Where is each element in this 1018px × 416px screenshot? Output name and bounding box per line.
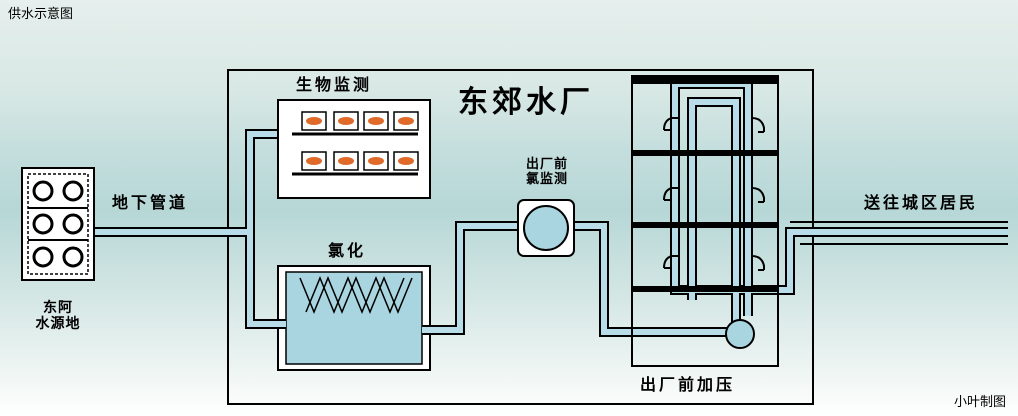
- chlorine-monitor-line2: 氯监测: [525, 171, 568, 187]
- faucet-icons: [663, 117, 765, 271]
- fish-tank: [301, 151, 327, 171]
- booster-pump: [725, 319, 755, 349]
- fish-tank: [333, 111, 359, 131]
- chlorine-monitor-line1: 出厂前: [525, 157, 568, 172]
- chlorination-coil: [299, 276, 413, 314]
- source-label-line1: 东阿: [43, 300, 73, 316]
- fish-tanks: [301, 111, 419, 171]
- bio-monitor-label: 生物监测: [296, 75, 373, 94]
- source-block: [21, 167, 95, 281]
- fish-tank: [301, 111, 327, 131]
- chlorine-monitor-label: 出厂前 氯监测: [520, 157, 574, 188]
- underground-pipe-label: 地下管道: [112, 193, 189, 212]
- credit-label: 小叶制图: [954, 395, 1007, 410]
- source-label-line2: 水源地: [35, 316, 81, 333]
- fish-tank: [363, 151, 389, 171]
- pressurize-building: [631, 75, 779, 367]
- chlorination-coil-2: [305, 276, 405, 314]
- fish-tank: [393, 151, 419, 171]
- chlorine-monitor: [517, 199, 575, 257]
- chlorination-label: 氯化: [328, 241, 367, 260]
- fish-tank: [363, 111, 389, 131]
- destination-label: 送往城区居民: [864, 193, 979, 212]
- pressurize-label: 出厂前加压: [640, 375, 736, 394]
- diagram-caption: 供水示意图: [8, 7, 74, 22]
- source-label: 东阿 水源地: [22, 300, 94, 332]
- fish-tank: [393, 111, 419, 131]
- plant-name: 东郊水厂: [458, 85, 594, 120]
- tank-water: [285, 271, 423, 365]
- fish-tank: [333, 151, 359, 171]
